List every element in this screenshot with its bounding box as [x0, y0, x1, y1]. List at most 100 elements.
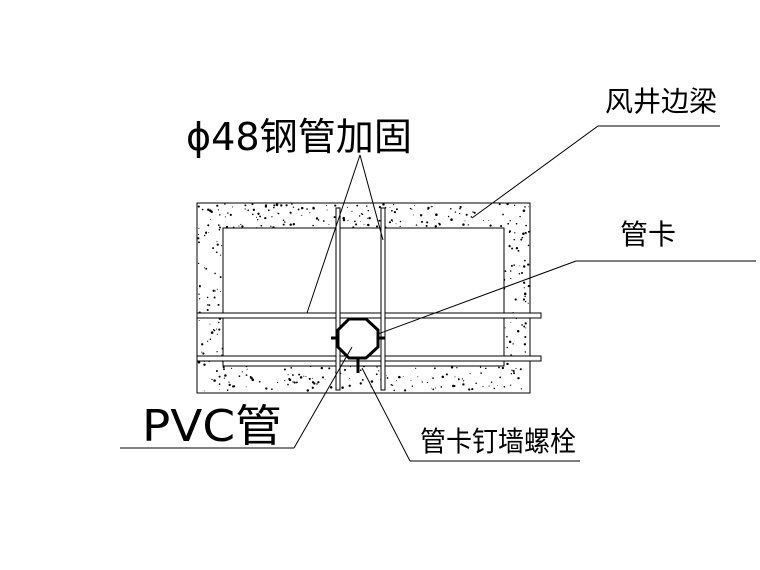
concrete-speckle — [459, 207, 461, 210]
concrete-speckle — [284, 380, 286, 382]
concrete-speckle — [527, 302, 529, 304]
label-bolt: 管卡钉墙螺栓 — [420, 425, 576, 458]
concrete-speckle — [378, 219, 381, 222]
concrete-speckle — [216, 288, 218, 290]
concrete-speckle — [411, 208, 413, 210]
concrete-speckle — [376, 366, 378, 368]
concrete-speckle — [207, 340, 209, 342]
concrete-speckle — [328, 224, 330, 226]
concrete-speckle — [427, 208, 429, 210]
concrete-speckle — [207, 208, 210, 211]
concrete-speckle — [203, 363, 206, 366]
concrete-speckle — [522, 281, 526, 284]
concrete-speckle — [212, 247, 215, 250]
concrete-speckle — [238, 375, 241, 378]
concrete-speckle — [298, 373, 301, 376]
concrete-speckle — [349, 377, 351, 379]
concrete-speckle — [282, 223, 285, 226]
concrete-speckle — [356, 204, 359, 207]
concrete-speckle — [370, 380, 374, 383]
concrete-speckle — [426, 381, 429, 384]
concrete-speckle — [205, 231, 208, 234]
concrete-speckle — [504, 327, 506, 329]
concrete-beam — [196, 202, 531, 394]
leader-steel-pipe-a — [306, 154, 361, 314]
concrete-speckle — [435, 213, 438, 216]
concrete-speckle — [425, 224, 428, 227]
concrete-speckle — [210, 331, 214, 334]
concrete-speckle — [206, 308, 209, 312]
concrete-speckle — [326, 209, 328, 211]
concrete-speckle — [219, 389, 221, 391]
concrete-speckle — [334, 204, 337, 207]
concrete-speckle — [217, 303, 220, 306]
concrete-speckle — [273, 206, 275, 209]
concrete-speckle — [198, 285, 201, 288]
concrete-speckle — [488, 385, 490, 387]
concrete-speckle — [292, 223, 295, 226]
concrete-speckle — [208, 304, 211, 307]
concrete-speckle — [516, 330, 520, 333]
concrete-speckle — [528, 206, 529, 208]
concrete-speckle — [358, 215, 361, 217]
concrete-speckle — [292, 206, 295, 208]
concrete-speckle — [320, 366, 323, 370]
concrete-speckle — [246, 368, 248, 370]
concrete-speckle — [321, 376, 325, 379]
concrete-speckle — [512, 369, 515, 373]
concrete-speckle — [510, 373, 512, 375]
concrete-speckle — [430, 206, 432, 208]
concrete-speckle — [284, 221, 286, 223]
concrete-speckle — [354, 220, 356, 223]
concrete-speckle — [224, 374, 227, 377]
concrete-speckle — [399, 225, 401, 228]
annotation-labels: ϕ48钢管加固 风井边梁 管卡 PVC管 管卡钉墙螺栓 — [142, 85, 717, 458]
concrete-speckle — [485, 367, 487, 370]
concrete-speckle — [519, 368, 522, 371]
concrete-speckle — [393, 389, 395, 392]
concrete-speckle — [462, 380, 465, 382]
concrete-speckle — [351, 210, 353, 212]
concrete-speckle — [282, 219, 285, 221]
concrete-speckle — [241, 225, 244, 228]
concrete-speckle — [399, 220, 402, 223]
concrete-speckle — [220, 254, 222, 256]
concrete-speckle — [524, 335, 527, 339]
concrete-speckle — [288, 378, 292, 382]
concrete-speckle — [395, 380, 398, 382]
concrete-speckle — [410, 380, 412, 382]
concrete-speckle — [290, 367, 293, 369]
vertical-pipe-right — [380, 207, 386, 391]
concrete-speckle — [198, 227, 200, 230]
concrete-speckle — [329, 386, 333, 389]
concrete-speckle — [197, 205, 200, 208]
concrete-speckle — [414, 205, 416, 206]
concrete-speckle — [415, 367, 417, 369]
concrete-speckle — [366, 205, 368, 207]
concrete-speckle — [493, 387, 496, 390]
concrete-speckle — [218, 321, 220, 324]
concrete-speckle — [291, 374, 294, 376]
concrete-speckle — [509, 220, 511, 222]
concrete-speckle — [508, 340, 512, 344]
concrete-speckle — [213, 329, 216, 332]
concrete-speckle — [518, 272, 521, 275]
concrete-speckle — [432, 388, 435, 391]
concrete-speckle — [465, 213, 468, 216]
concrete-speckle — [434, 225, 438, 228]
concrete-speckle — [215, 370, 218, 372]
concrete-speckle — [525, 327, 527, 329]
concrete-speckle — [349, 366, 351, 368]
concrete-speckle — [419, 214, 423, 217]
concrete-speckle — [241, 371, 243, 373]
concrete-speckle — [203, 267, 206, 269]
concrete-speckle — [306, 389, 310, 392]
concrete-speckle — [506, 362, 509, 366]
concrete-speckle — [209, 218, 211, 220]
concrete-speckle — [347, 220, 349, 222]
concrete-speckle — [280, 204, 283, 207]
concrete-speckle — [251, 203, 254, 206]
concrete-speckle — [252, 208, 256, 211]
concrete-speckle — [488, 219, 490, 221]
concrete-speckle — [375, 373, 378, 376]
